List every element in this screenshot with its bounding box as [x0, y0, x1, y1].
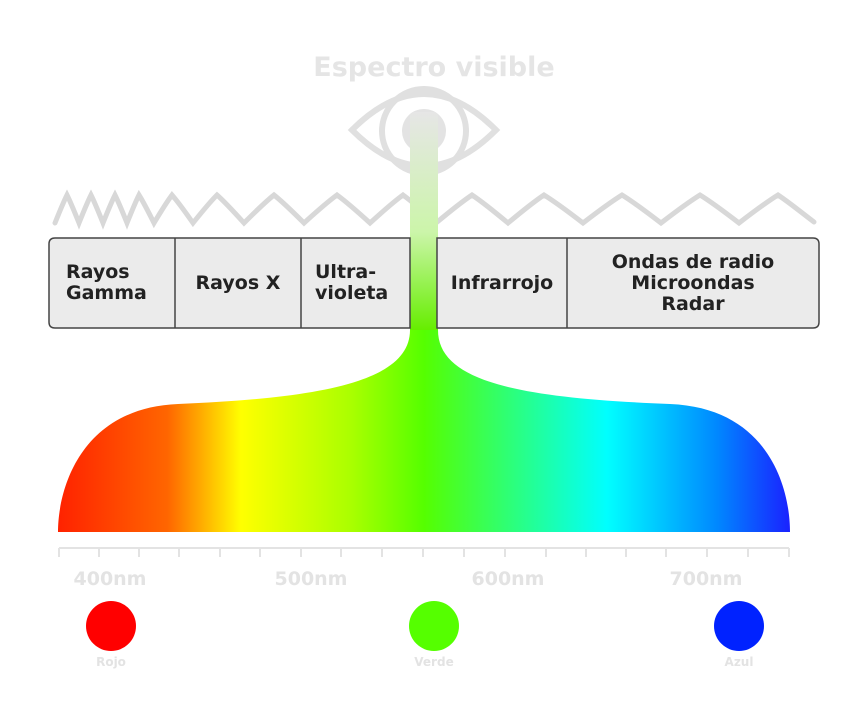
band-label-line: Ultra- [315, 261, 377, 283]
band-label-line: Ondas de radio [611, 250, 775, 273]
band-boxes [48, 237, 820, 329]
red-label: Rojo [96, 655, 126, 669]
band-infrared: Infrarrojo [437, 238, 567, 328]
light-beam [410, 112, 438, 337]
scale-label-400: 400nm [73, 568, 147, 590]
green-dot [409, 601, 459, 651]
band-gamma: Rayos Gamma [50, 238, 175, 328]
scale-label-600: 600nm [471, 568, 545, 590]
band-label-line: Radar [661, 292, 725, 315]
scale-label-500: 500nm [274, 568, 348, 590]
band-label-line: Rayos X [195, 271, 281, 294]
red-dot [86, 601, 136, 651]
scale-label-700: 700nm [669, 568, 743, 590]
band-box-left [48, 237, 411, 329]
band-ultraviolet: Ultra- violeta [301, 238, 410, 328]
band-label-line: Microondas [631, 271, 755, 294]
band-radio: Ondas de radio Microondas Radar [567, 238, 819, 328]
band-xray: Rayos X [175, 238, 301, 328]
band-label-line: Rayos [66, 261, 130, 283]
visible-spectrum [58, 330, 790, 532]
band-label-line: violeta [315, 282, 389, 304]
wave-line [52, 189, 817, 230]
wavelength-ruler [58, 547, 790, 557]
band-label-line: Infrarrojo [450, 271, 554, 294]
blue-label: Azul [724, 655, 754, 669]
band-box-right [436, 237, 820, 329]
diagram-title: Espectro visible [313, 52, 555, 83]
band-label-line: Gamma [66, 282, 147, 304]
green-label: Verde [414, 655, 454, 669]
blue-dot [714, 601, 764, 651]
